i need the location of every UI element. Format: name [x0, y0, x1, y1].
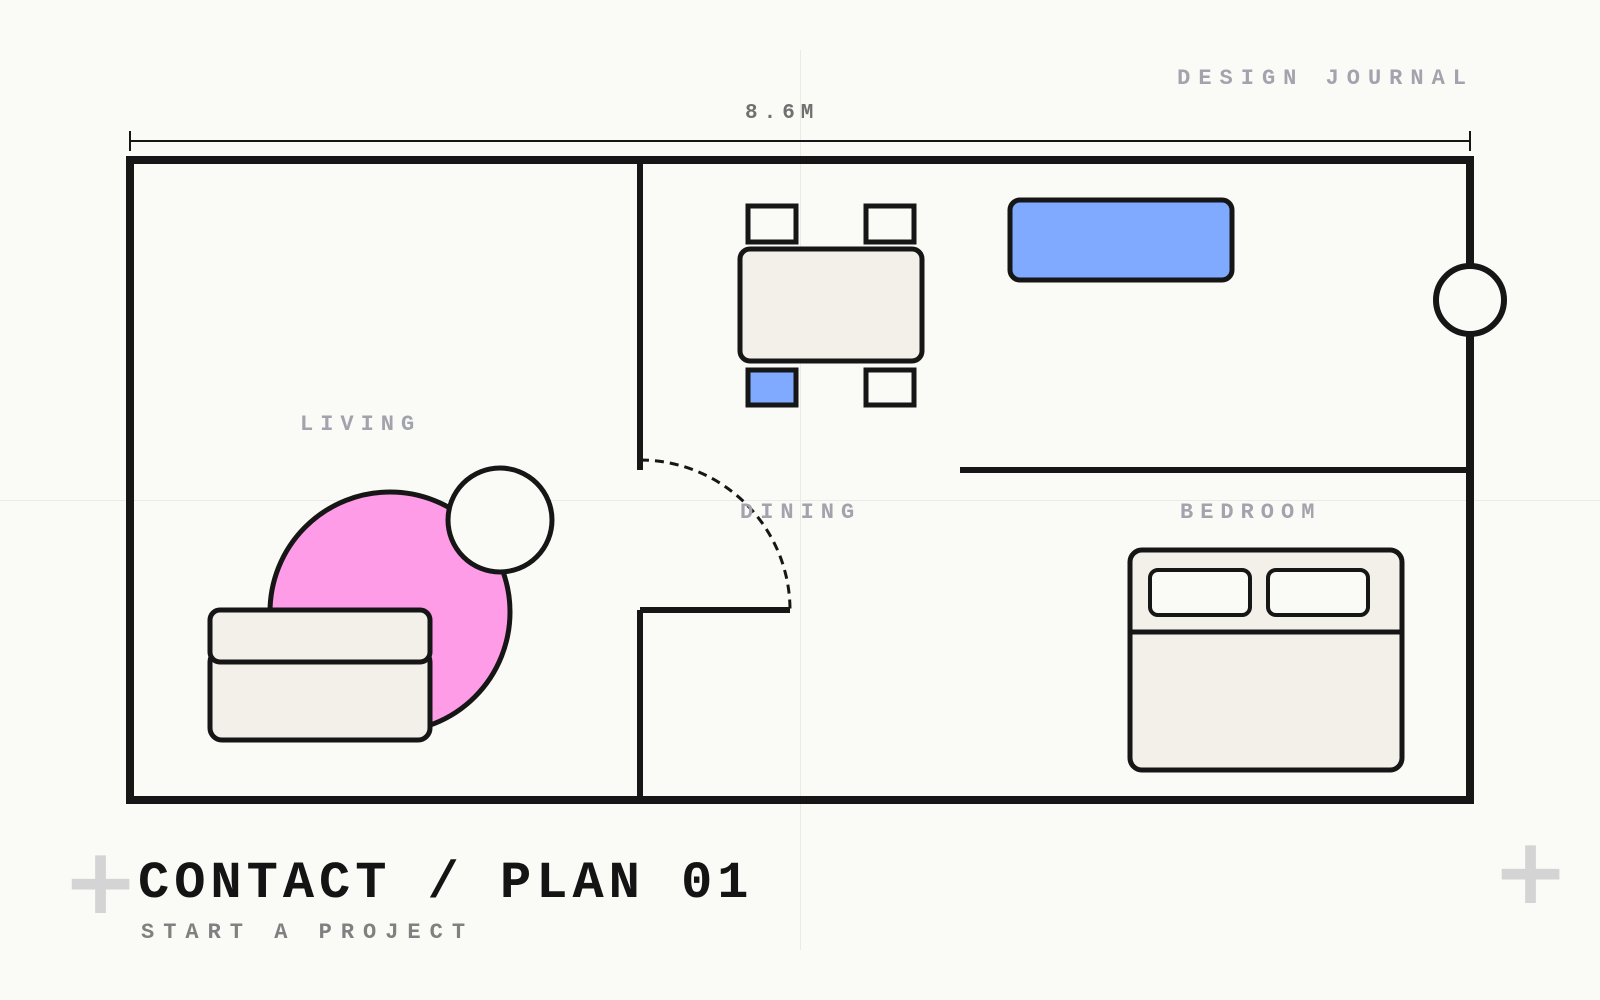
brand-label[interactable]: DESIGN JOURNAL [1177, 66, 1474, 91]
outer-wall [126, 156, 1474, 804]
page-title[interactable]: CONTACT / PLAN 01 [138, 854, 754, 913]
dimension-line [129, 131, 1471, 151]
dining-chair [863, 203, 917, 245]
dining-table [737, 246, 925, 364]
dining-set[interactable] [737, 203, 925, 408]
bed[interactable] [1127, 547, 1405, 773]
pillow [1148, 568, 1252, 617]
dining-chair [863, 367, 917, 408]
room-label-bedroom: BEDROOM [1180, 500, 1322, 525]
sideboard[interactable] [1007, 197, 1235, 283]
horizontal-guide-line [0, 500, 1600, 501]
start-project-link[interactable]: START A PROJECT [141, 920, 475, 945]
sofa-back [207, 607, 433, 665]
door-swing-arc [639, 458, 792, 611]
room-label-dining: DINING [740, 500, 862, 525]
window-circle [1433, 263, 1507, 337]
living-set[interactable] [207, 465, 555, 743]
plus-icon: + [62, 828, 140, 935]
dining-chair [745, 203, 799, 245]
pillow [1266, 568, 1370, 617]
dining-chair-accent [745, 367, 799, 408]
room-label-living: LIVING [300, 412, 422, 437]
dimension-label: 8.6M [745, 102, 820, 125]
side-table [445, 465, 555, 575]
plus-icon: + [1492, 818, 1570, 925]
interior-walls [637, 160, 1470, 800]
